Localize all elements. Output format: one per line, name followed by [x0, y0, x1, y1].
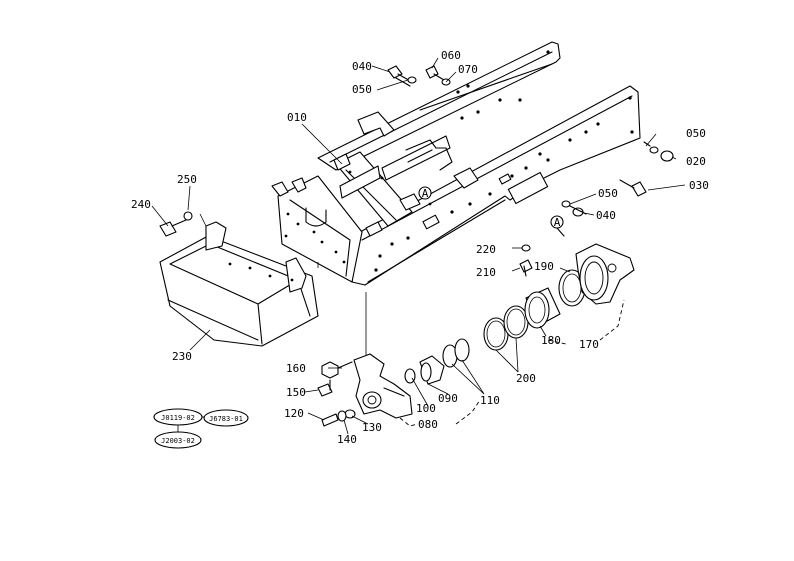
washer-050-top — [407, 76, 417, 84]
ref-oval-2: J6783-01 — [203, 409, 249, 427]
label-050-lower: 050 — [598, 187, 618, 200]
label-110: 110 — [480, 394, 500, 407]
label-100: 100 — [416, 402, 436, 415]
bolt-040-lower — [569, 205, 587, 217]
label-090: 090 — [438, 392, 458, 405]
part-labels: 040 050 060 070 010 050 020 030 050 040 … — [131, 49, 709, 446]
seal-110 — [442, 338, 470, 368]
screw-120 — [321, 413, 339, 427]
label-130: 130 — [362, 421, 382, 434]
bolt-150 — [317, 379, 333, 397]
bolt-210 — [519, 259, 533, 277]
bolt-020 — [643, 141, 674, 162]
svg-text:A: A — [422, 187, 429, 200]
label-170: 170 — [579, 338, 599, 351]
marker-a-frame: A — [418, 186, 432, 200]
label-210: 210 — [476, 266, 496, 279]
ring-190 — [558, 269, 586, 307]
label-200: 200 — [516, 372, 536, 385]
svg-text:J0119-02: J0119-02 — [161, 414, 195, 422]
reference-ovals: J0119-02 J6783-01 J2003-02 — [153, 408, 249, 449]
screw-060 — [425, 65, 445, 81]
label-230: 230 — [172, 350, 192, 363]
washer-050-right — [649, 146, 659, 154]
label-040-top: 040 — [352, 60, 372, 73]
nut-160 — [321, 361, 353, 379]
label-070: 070 — [458, 63, 478, 76]
washer-140 — [337, 410, 347, 422]
label-160: 160 — [286, 362, 306, 375]
label-190: 190 — [534, 260, 554, 273]
pivot-bracket-080 — [353, 353, 413, 419]
label-180: 180 — [541, 334, 561, 347]
label-020: 020 — [686, 155, 706, 168]
group-bracket-080 — [399, 399, 481, 427]
label-030: 030 — [689, 179, 709, 192]
group-bracket-170 — [547, 299, 625, 345]
svg-text:J6783-01: J6783-01 — [209, 415, 243, 423]
leader-lines — [151, 57, 686, 435]
label-220: 220 — [476, 243, 496, 256]
main-frame — [271, 41, 641, 286]
bearing-housing-170 — [575, 243, 635, 305]
collar-090 — [419, 355, 445, 385]
label-050-top: 050 — [352, 83, 372, 96]
bracket-230 — [159, 221, 319, 347]
washer-250 — [183, 211, 193, 221]
svg-text:J2003-02: J2003-02 — [161, 437, 195, 445]
seal-200 — [483, 305, 529, 351]
label-010: 010 — [287, 111, 307, 124]
label-060: 060 — [441, 49, 461, 62]
bolt-240 — [159, 219, 187, 237]
label-080: 080 — [418, 418, 438, 431]
washer-220 — [521, 244, 531, 252]
label-150: 150 — [286, 386, 306, 399]
label-050-right: 050 — [686, 127, 706, 140]
label-240: 240 — [131, 198, 151, 211]
svg-text:A: A — [554, 216, 561, 229]
washer-050-lower — [561, 200, 571, 208]
ref-oval-3: J2003-02 — [154, 431, 202, 449]
bushing-180 — [524, 287, 561, 329]
label-140: 140 — [337, 433, 357, 446]
label-250: 250 — [177, 173, 197, 186]
bolt-030 — [619, 179, 647, 197]
label-120: 120 — [284, 407, 304, 420]
label-040-lower: 040 — [596, 209, 616, 222]
ref-oval-1: J0119-02 — [153, 408, 203, 426]
marker-a-bearing: A — [550, 215, 565, 237]
